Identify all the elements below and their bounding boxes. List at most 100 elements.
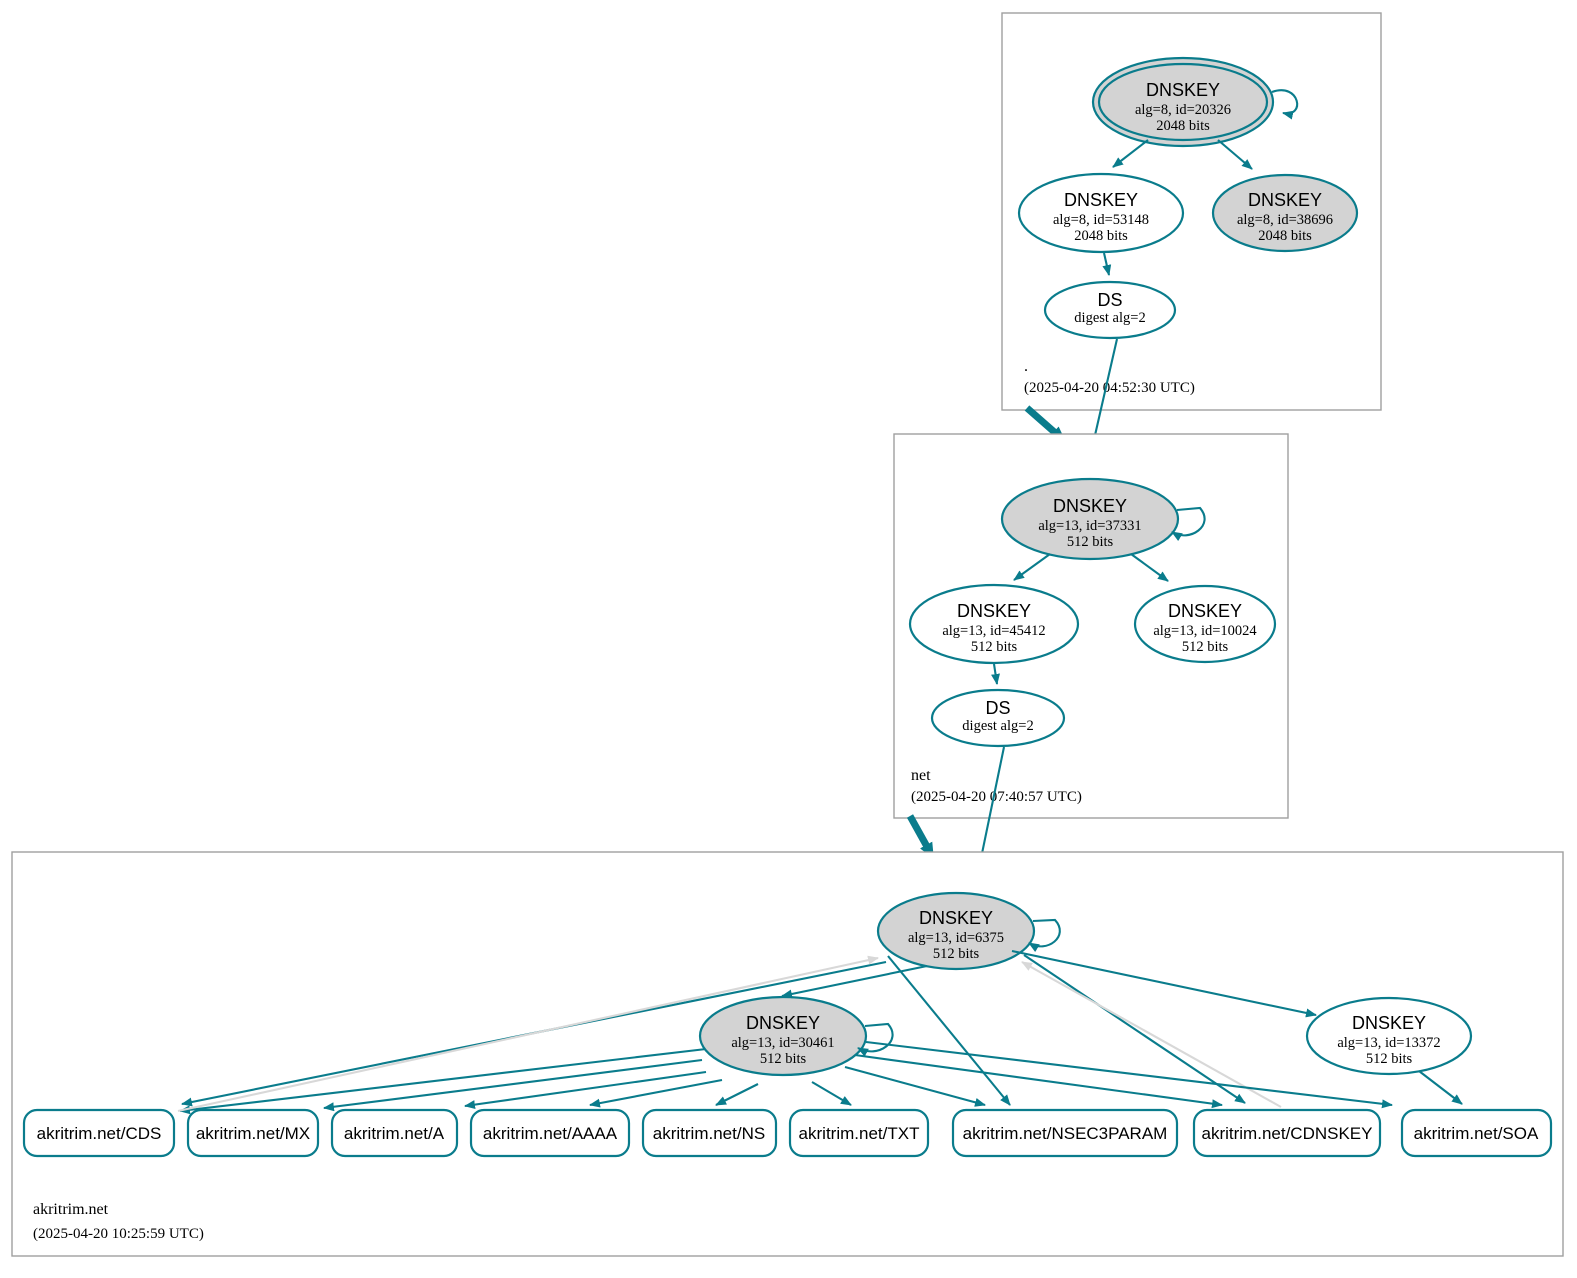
rrset-label: akritrim.net/TXT (799, 1124, 920, 1143)
edge-cds-to-6375-informational (177, 955, 879, 1113)
node-size: 2048 bits (1074, 228, 1128, 244)
zone-akritrim: akritrim.net/CDS akritrim.net/MX akritri… (11, 851, 1564, 1257)
node-net-ds[interactable]: DS digest alg=2 (930, 688, 1066, 748)
zone-root: DNSKEY alg=8, id=20326 2048 bits DNSKEY … (1001, 12, 1382, 411)
node-label: DNSKEY (1053, 496, 1127, 516)
rrset-label: akritrim.net/A (344, 1124, 445, 1143)
rrset-box (330, 1108, 459, 1158)
node-ellipse (1043, 280, 1177, 340)
edge-net-37331-to-45412 (1013, 553, 1051, 581)
node-label: DNSKEY (1064, 190, 1138, 210)
edge-30461-to-mx (323, 1058, 703, 1112)
rrset-a[interactable]: akritrim.net/A (330, 1108, 459, 1158)
edge-net-37331-to-10024 (1130, 553, 1169, 582)
edge-6375-to-30461 (781, 964, 928, 999)
edge-delegation-net-to-akritrim (906, 814, 934, 859)
edge-selfsign-akritrim-6375 (1028, 918, 1061, 953)
rrset-soa[interactable]: akritrim.net/SOA (1400, 1108, 1553, 1158)
node-net-dnskey-45412[interactable]: DNSKEY alg=13, id=45412 512 bits (908, 583, 1080, 665)
rrset-label: akritrim.net/CDNSKEY (1202, 1124, 1373, 1143)
rrset-label: akritrim.net/CDS (37, 1124, 162, 1143)
node-size: 512 bits (971, 639, 1018, 655)
rrset-box (951, 1108, 1179, 1158)
node-detail: alg=13, id=6375 (908, 930, 1004, 946)
zone-net: DNSKEY alg=13, id=37331 512 bits DNSKEY … (893, 433, 1289, 819)
rrset-label: akritrim.net/NSEC3PARAM (963, 1124, 1168, 1143)
node-ellipse-outer (1091, 56, 1275, 148)
node-root-ds[interactable]: DS digest alg=2 (1043, 280, 1177, 340)
rrset-nsec3param[interactable]: akritrim.net/NSEC3PARAM (951, 1108, 1179, 1158)
rrset-box (186, 1108, 320, 1158)
node-root-dnskey-38696[interactable]: DNSKEY alg=8, id=38696 2048 bits (1211, 173, 1359, 253)
rrset-box (1192, 1108, 1382, 1158)
node-detail: alg=13, id=10024 (1153, 623, 1257, 639)
node-ellipse (1133, 584, 1277, 664)
edge-13372-to-soa (1418, 1070, 1463, 1105)
edge-root-20326-to-38696 (1217, 139, 1253, 170)
edge-net-45412-to-ds (991, 663, 1000, 685)
node-ellipse (876, 891, 1036, 971)
node-label: DS (1097, 290, 1122, 310)
node-size: 512 bits (1067, 534, 1114, 550)
rrset-mx[interactable]: akritrim.net/MX (186, 1108, 320, 1158)
node-detail: alg=8, id=53148 (1053, 212, 1149, 228)
node-ellipse (908, 583, 1080, 665)
rrset-label: akritrim.net/AAAA (483, 1124, 618, 1143)
rrset-box (22, 1108, 176, 1158)
node-label: DNSKEY (1248, 190, 1322, 210)
node-detail: alg=8, id=38696 (1237, 212, 1333, 228)
rrset-box (788, 1108, 930, 1158)
node-label: DNSKEY (1168, 601, 1242, 621)
edge-delegation-root-to-net (1024, 405, 1067, 443)
node-detail: alg=13, id=45412 (942, 623, 1045, 639)
node-size: 512 bits (1182, 639, 1229, 655)
node-akritrim-dnskey-30461[interactable]: DNSKEY alg=13, id=30461 512 bits (698, 995, 868, 1077)
node-akritrim-dnskey-6375[interactable]: DNSKEY alg=13, id=6375 512 bits (876, 891, 1036, 971)
node-ellipse (1000, 477, 1180, 561)
rrset-cdnskey[interactable]: akritrim.net/CDNSKEY (1192, 1108, 1382, 1158)
zone-root-name: . (1024, 358, 1028, 375)
edge-cdnskey-to-6375-informational (1021, 961, 1282, 1108)
rrset-txt[interactable]: akritrim.net/TXT (788, 1108, 930, 1158)
rrset-cds[interactable]: akritrim.net/CDS (22, 1108, 176, 1158)
node-ellipse (1017, 172, 1185, 254)
node-label: DNSKEY (746, 1013, 820, 1033)
edge-6375-to-13372 (1011, 949, 1317, 1018)
rrset-label: akritrim.net/MX (196, 1124, 310, 1143)
node-net-dnskey-37331[interactable]: DNSKEY alg=13, id=37331 512 bits (1000, 477, 1180, 561)
node-detail: alg=13, id=13372 (1337, 1035, 1440, 1051)
rrset-aaaa[interactable]: akritrim.net/AAAA (469, 1108, 631, 1158)
edge-6375-to-cdnskey (1023, 954, 1246, 1104)
node-akritrim-dnskey-13372[interactable]: DNSKEY alg=13, id=13372 512 bits (1305, 996, 1473, 1076)
zone-net-timestamp: (2025-04-20 07:40:57 UTC) (911, 789, 1082, 805)
edge-30461-to-cds (179, 1047, 707, 1115)
node-label: DNSKEY (1146, 80, 1220, 100)
node-ellipse (1305, 996, 1473, 1076)
edge-30461-to-txt (811, 1081, 852, 1106)
node-detail: alg=8, id=20326 (1135, 102, 1231, 118)
node-detail: digest alg=2 (1074, 310, 1145, 326)
edge-30461-to-aaaa (589, 1078, 723, 1108)
node-label: DNSKEY (957, 601, 1031, 621)
node-size: 512 bits (760, 1051, 807, 1067)
edge-selfsign-net-37331 (1171, 506, 1206, 542)
edge-root-20326-to-53148 (1112, 139, 1149, 168)
node-detail: digest alg=2 (962, 718, 1033, 734)
node-size: 512 bits (933, 946, 980, 962)
node-net-dnskey-10024[interactable]: DNSKEY alg=13, id=10024 512 bits (1133, 584, 1277, 664)
node-label: DS (985, 698, 1010, 718)
node-label: DNSKEY (1352, 1013, 1426, 1033)
edge-30461-to-soa (865, 1040, 1393, 1109)
node-root-dnskey-53148[interactable]: DNSKEY alg=8, id=53148 2048 bits (1017, 172, 1185, 254)
rrset-box (1400, 1108, 1553, 1158)
node-size: 512 bits (1366, 1051, 1413, 1067)
rrset-label: akritrim.net/SOA (1414, 1124, 1539, 1143)
edge-30461-to-a (464, 1070, 707, 1110)
edge-30461-to-ns (715, 1083, 759, 1106)
edge-30461-to-nsec3param (844, 1065, 986, 1107)
node-size: 2048 bits (1156, 118, 1210, 134)
node-detail: alg=13, id=37331 (1038, 518, 1141, 534)
node-root-dnskey-20326[interactable]: DNSKEY alg=8, id=20326 2048 bits (1091, 56, 1275, 148)
rrset-ns[interactable]: akritrim.net/NS (641, 1108, 778, 1158)
